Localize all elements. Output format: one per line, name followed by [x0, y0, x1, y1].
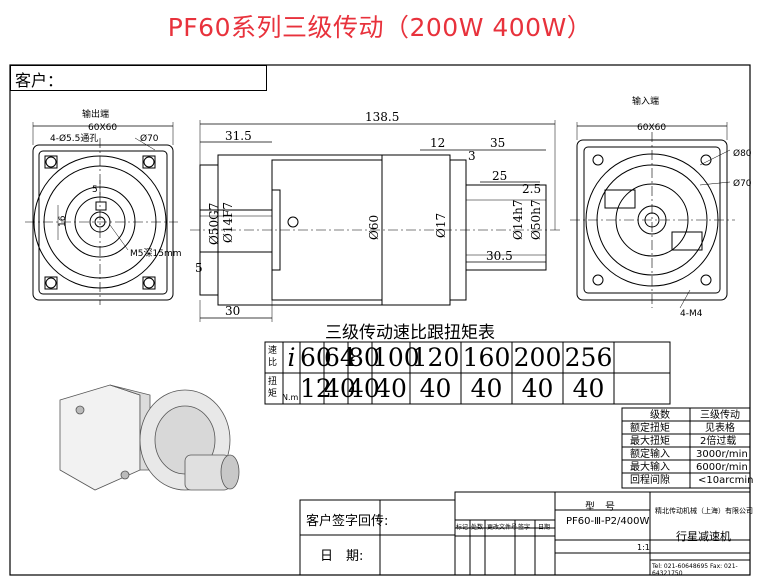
pilot-diameter-dim: Ø50G7 — [207, 203, 221, 245]
title-col-label: 日期 — [538, 524, 551, 531]
input-pcd-inner-dim: Ø70 — [733, 178, 752, 189]
shaft-diameter-dim: Ø14F7 — [221, 202, 235, 243]
input-flange-dim: 60X60 — [637, 123, 666, 133]
date-label: 日 期: — [320, 549, 364, 564]
output-key-dim: 5 — [92, 185, 98, 195]
spec-value: 6000r/min — [696, 462, 748, 473]
ratio-table-grid — [264, 341, 671, 405]
torque-symbol: N.m — [282, 393, 299, 402]
ratio-cell: 80 — [348, 343, 380, 372]
ratio-cell: 200 — [513, 343, 562, 372]
title-col-label: 更改文件号 — [487, 524, 518, 531]
input-end-view — [570, 122, 735, 309]
dim-30: 30 — [225, 304, 240, 318]
spec-name: 额定扭矩 — [630, 423, 670, 434]
model-label: 型 号 — [585, 502, 615, 513]
torque-cell: 40 — [521, 374, 554, 403]
contact-info: Tel: 021-60648695 Fax: 021-64321750 — [652, 563, 738, 577]
ratio-symbol: i — [287, 343, 296, 372]
product-name: 行星减速机 — [676, 530, 731, 543]
title-col-label: 处数 — [471, 524, 484, 531]
torque-cell: 40 — [470, 374, 503, 403]
model-value: PF60-Ⅲ-P2/400W — [566, 516, 650, 527]
dim-35: 35 — [490, 136, 505, 150]
ratio-cell: 64 — [324, 343, 356, 372]
input-diameter-dim: Ø17 — [434, 213, 448, 238]
output-screw-dim: M5深15mm — [130, 248, 181, 259]
spec-name: 最大扭矩 — [630, 436, 670, 447]
ratio-cell: 100 — [372, 343, 420, 372]
torque-cell: 40 — [348, 374, 380, 403]
shaft-length-dim: 31.5 — [225, 129, 252, 143]
customer-sign-label: 客户签字回传: — [306, 514, 389, 529]
spec-value: 三级传动 — [700, 410, 740, 421]
output-end-view — [25, 122, 178, 305]
spec-name: 额定输入 — [630, 449, 670, 460]
body-diameter-dim: Ø60 — [367, 215, 381, 240]
torque-label-top: 扭 — [268, 377, 278, 387]
customer-label: 客户： — [15, 71, 64, 90]
spec-name: 最大输入 — [630, 462, 670, 473]
input-screws-dim: 4-M4 — [680, 309, 703, 319]
torque-cell: 40 — [419, 374, 452, 403]
output-pcd-dim: Ø70 — [140, 133, 159, 144]
gearbox-illustration — [59, 384, 240, 491]
torque-cell: 12 — [300, 374, 332, 403]
input-end-label: 输入端 — [632, 95, 659, 107]
torque-cell: 40 — [324, 374, 356, 403]
ratio-cell: 120 — [411, 343, 460, 372]
spec-value: 见表格 — [705, 423, 735, 434]
ratio-cell: 160 — [462, 343, 511, 372]
flange-thickness-dim: 12 — [430, 136, 445, 150]
torque-cell: 40 — [375, 374, 407, 403]
title-col-label: 标记 — [456, 524, 469, 531]
scale-value: 1:1 — [637, 543, 650, 552]
input-pcd-outer-dim: Ø80 — [733, 148, 752, 159]
torque-label-bottom: 矩 — [268, 389, 278, 399]
spec-value: 2倍过载 — [700, 436, 737, 447]
dim-3: 3 — [468, 149, 476, 163]
dim-30-5: 30.5 — [486, 249, 513, 263]
output-end-label: 输出端 — [82, 108, 109, 120]
total-length-dim: 138.5 — [365, 110, 399, 124]
input-shaft-dim: Ø14h7 — [511, 200, 525, 240]
output-height-dim: 16 — [58, 215, 68, 227]
torque-cell: 40 — [572, 374, 605, 403]
spec-value: 3000r/min — [696, 449, 748, 460]
input-pilot-dim: Ø50h7 — [529, 200, 543, 240]
ratio-cell: 60 — [300, 343, 332, 372]
ratio-label-bottom: 比 — [268, 358, 278, 368]
output-flange-dim: 60X60 — [88, 123, 117, 133]
ratio-cell: 256 — [564, 343, 613, 372]
dim-25: 25 — [492, 169, 507, 183]
output-holes-dim: 4-Ø5.5通孔 — [50, 133, 98, 144]
spec-table-grid — [621, 407, 751, 489]
spec-value: <10arcmin — [698, 475, 754, 486]
ratio-table-title: 三级传动速比跟扭矩表 — [325, 323, 495, 343]
dim-2-5: 2.5 — [522, 182, 541, 196]
spec-name: 级数 — [650, 410, 670, 421]
side-view — [190, 120, 560, 322]
spec-name: 回程间隙 — [630, 475, 670, 486]
dim-5: 5 — [195, 261, 203, 275]
page-title: PF60系列三级传动（200W 400W） — [167, 13, 593, 42]
title-block-grid — [299, 491, 751, 576]
title-col-label: 签字 — [518, 524, 531, 531]
ratio-label-top: 速 — [268, 346, 278, 356]
company-name: 精北传动机械（上海）有限公司 — [655, 507, 753, 515]
